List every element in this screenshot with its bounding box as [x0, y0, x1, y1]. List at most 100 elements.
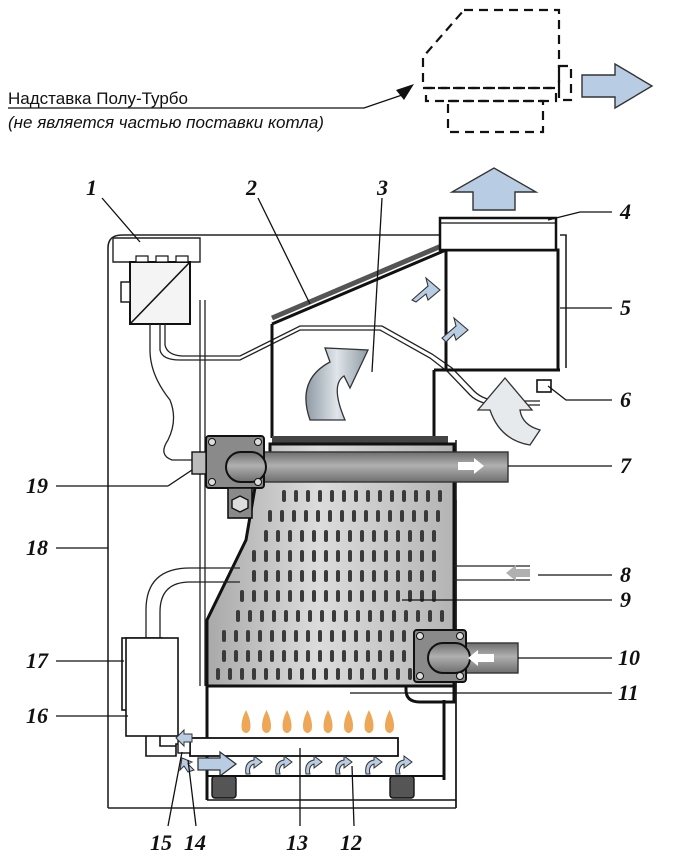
- label-15: 15: [150, 830, 172, 855]
- draft-hood: [270, 216, 560, 438]
- heat-exchanger-slot: [276, 570, 280, 582]
- heat-exchanger-slot: [296, 610, 300, 622]
- heat-exchanger-slot: [372, 590, 376, 602]
- heat-exchanger-slot: [292, 510, 296, 522]
- heat-exchanger-slot: [378, 490, 382, 502]
- flame: [262, 710, 271, 733]
- heat-exchanger-slot: [384, 550, 388, 562]
- heat-exchanger-slot: [408, 550, 412, 562]
- heat-exchanger-slot: [404, 610, 408, 622]
- caption-arrowhead: [396, 84, 414, 100]
- heat-exchanger-slot: [372, 550, 376, 562]
- heat-exchanger-slot: [356, 610, 360, 622]
- flame: [344, 710, 353, 733]
- boiler-foot: [389, 775, 415, 799]
- label-14: 14: [184, 830, 206, 855]
- heat-exchanger-slot: [288, 550, 292, 562]
- heat-exchanger-slot: [378, 630, 382, 642]
- heat-exchanger-slot: [360, 530, 364, 542]
- heat-exchanger-slot: [264, 570, 268, 582]
- heat-exchanger-slot: [270, 650, 274, 662]
- heat-exchanger-slot: [390, 490, 394, 502]
- dilution-air-arrow: [476, 376, 542, 446]
- heat-exchanger-slot: [272, 610, 276, 622]
- flame: [323, 710, 333, 733]
- heat-exchanger-slot: [342, 490, 346, 502]
- heat-exchanger-slot: [390, 650, 394, 662]
- heat-exchanger-slot: [324, 530, 328, 542]
- heat-exchanger-slot: [402, 490, 406, 502]
- heat-exchanger-slot: [396, 550, 400, 562]
- heat-exchanger-slot: [424, 510, 428, 522]
- return-pipe: [413, 629, 519, 683]
- heat-exchanger-slot: [396, 570, 400, 582]
- heat-exchanger-slot: [432, 530, 436, 542]
- heat-exchanger-slot: [388, 510, 392, 522]
- flow-pipe: [191, 435, 509, 519]
- heat-exchanger-slot: [376, 510, 380, 522]
- heat-exchanger-slot: [414, 490, 418, 502]
- heat-exchanger-slot: [288, 530, 292, 542]
- heat-exchanger-slot: [288, 570, 292, 582]
- heat-exchanger-slot: [234, 650, 238, 662]
- flame: [364, 710, 374, 733]
- control-thermostat-box: [112, 237, 201, 325]
- heat-exchanger-slot: [312, 668, 316, 680]
- heat-exchanger-slot: [288, 590, 292, 602]
- heat-exchanger-slot: [240, 590, 244, 602]
- boiler-foot: [211, 775, 237, 799]
- heat-exchanger-slot: [384, 590, 388, 602]
- heat-exchanger-slot: [300, 570, 304, 582]
- heat-exchanger-slot: [412, 510, 416, 522]
- label-10: 10: [618, 645, 640, 670]
- heat-exchanger-slot: [402, 630, 406, 642]
- heat-exchanger-slot: [436, 510, 440, 522]
- heat-exchanger-slot: [360, 668, 364, 680]
- heat-exchanger-slot: [318, 490, 322, 502]
- heat-exchanger-slot: [258, 650, 262, 662]
- heat-exchanger-slot: [384, 530, 388, 542]
- heat-exchanger-slot: [236, 610, 240, 622]
- heat-exchanger-slot: [324, 550, 328, 562]
- heat-exchanger-slot: [378, 650, 382, 662]
- heat-exchanger-slot: [372, 668, 376, 680]
- heat-exchanger-slot: [360, 550, 364, 562]
- heat-exchanger-slot: [264, 530, 268, 542]
- flame: [241, 710, 251, 733]
- heat-exchanger-slot: [300, 530, 304, 542]
- combustion-chamber: [207, 684, 456, 704]
- heat-exchanger-slot: [312, 550, 316, 562]
- heat-exchanger-slot: [396, 668, 400, 680]
- heat-exchanger-slot: [336, 530, 340, 542]
- air-swirl-arrow: [395, 755, 413, 775]
- label-4: 4: [619, 199, 631, 224]
- heat-exchanger-slot: [348, 590, 352, 602]
- heat-exchanger-slot: [276, 550, 280, 562]
- heat-exchanger-slot: [432, 590, 436, 602]
- caption-line2: (не является частью поставки котла): [8, 113, 324, 132]
- heat-exchanger-slot: [352, 510, 356, 522]
- heat-exchanger-slot: [400, 510, 404, 522]
- heat-exchanger-slot: [294, 650, 298, 662]
- heat-exchanger-slot: [348, 530, 352, 542]
- air-swirl-arrow: [335, 755, 353, 775]
- heat-exchanger-slot: [318, 630, 322, 642]
- label-9: 9: [620, 587, 631, 612]
- heat-exchanger-slot: [294, 490, 298, 502]
- semi-turbo-extension: [421, 8, 573, 134]
- heat-exchanger-slot: [348, 550, 352, 562]
- label-7: 7: [620, 453, 632, 478]
- heat-exchanger-slot: [440, 610, 444, 622]
- heat-exchanger-slot: [282, 630, 286, 642]
- heat-exchanger-slot: [246, 650, 250, 662]
- heat-exchanger-slot: [312, 570, 316, 582]
- heat-exchanger-slot: [216, 668, 220, 680]
- heat-exchanger-slot: [328, 510, 332, 522]
- heat-exchanger-slot: [280, 510, 284, 522]
- flame: [282, 710, 292, 733]
- heat-exchanger-slot: [276, 530, 280, 542]
- heat-exchanger-slot: [282, 650, 286, 662]
- heat-exchanger-slot: [240, 668, 244, 680]
- heat-exchanger-slot: [234, 630, 238, 642]
- heat-exchanger-slot: [252, 668, 256, 680]
